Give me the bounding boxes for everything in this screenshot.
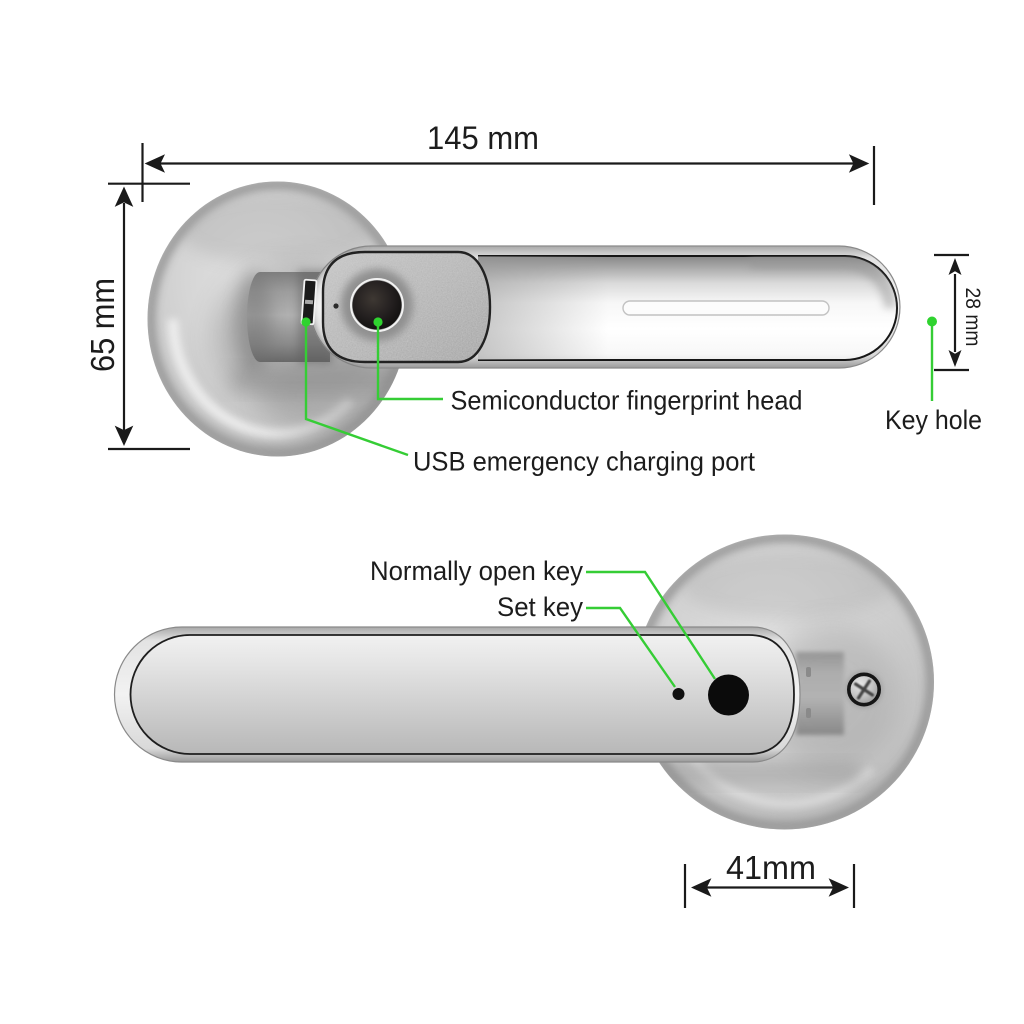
svg-text:USB emergency charging port: USB emergency charging port — [413, 447, 755, 477]
svg-text:Key hole: Key hole — [885, 405, 982, 435]
svg-text:Normally open key: Normally open key — [370, 556, 583, 586]
svg-text:Set key: Set key — [497, 592, 583, 622]
svg-text:65 mm: 65 mm — [84, 278, 121, 372]
svg-text:28 mm: 28 mm — [961, 288, 984, 347]
svg-text:41mm: 41mm — [726, 849, 816, 886]
svg-text:Semiconductor fingerprint head: Semiconductor fingerprint head — [451, 386, 803, 416]
svg-text:145 mm: 145 mm — [427, 120, 539, 156]
